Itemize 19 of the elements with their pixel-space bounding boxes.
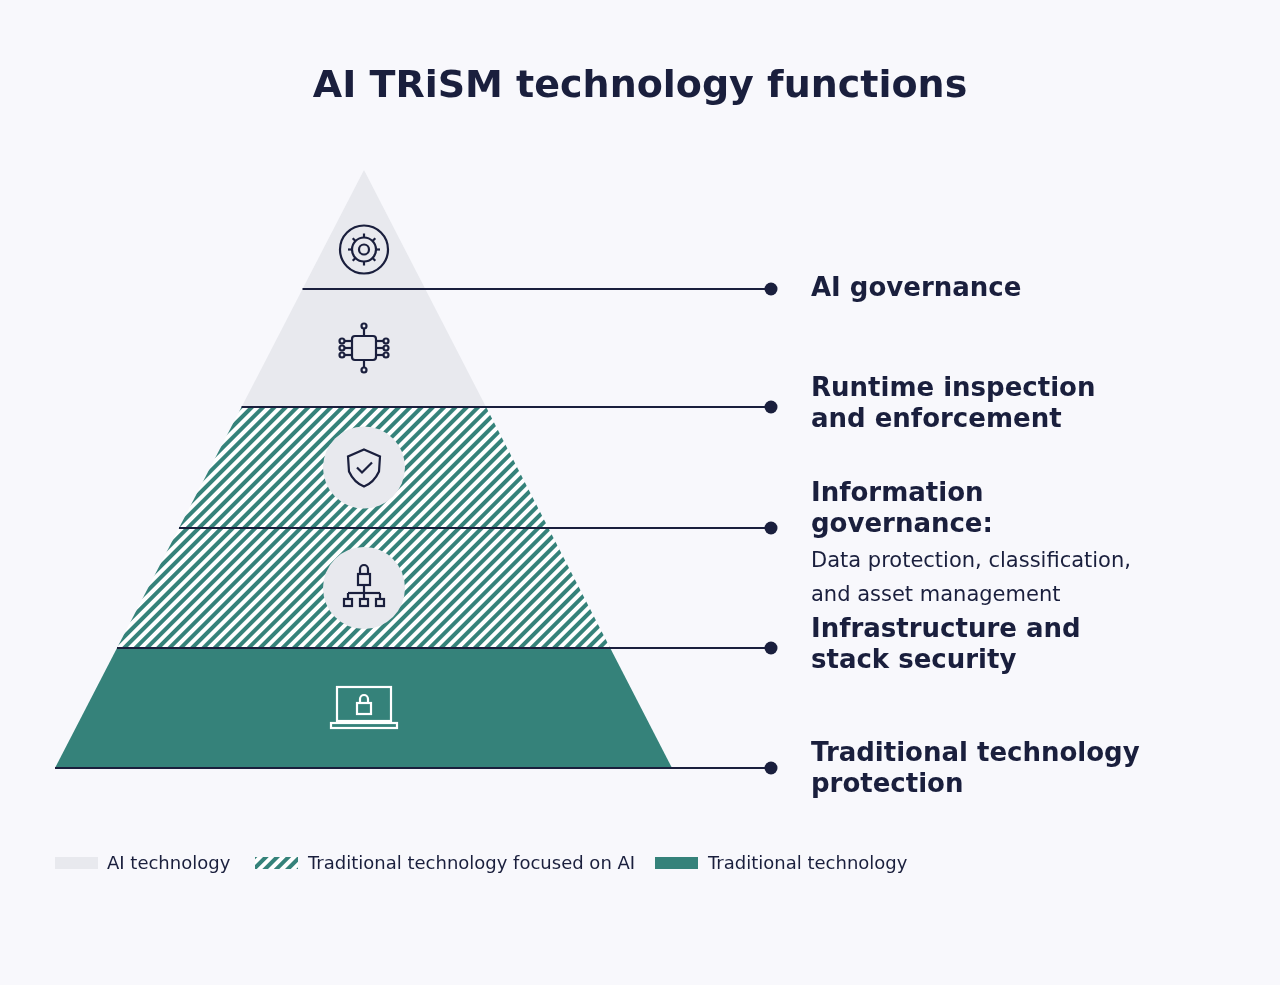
- pyramid-layer: [241, 289, 487, 407]
- label-description: Data protection, classification, and asset management: [811, 547, 1132, 608]
- label-heading: AI governance: [811, 272, 1023, 303]
- leader-line: [302, 282, 778, 296]
- pyramid-layer: [55, 648, 672, 768]
- pyramid-layer: [302, 170, 426, 289]
- label-heading: Traditional technology protection: [811, 737, 1141, 799]
- leader-line: [55, 761, 778, 775]
- legend-label: Traditional technology: [708, 853, 908, 873]
- pyramid-layer: [117, 528, 611, 648]
- legend-label: AI technology: [107, 853, 231, 873]
- leader-line: [179, 521, 778, 535]
- label-heading: Information governance:: [811, 477, 994, 539]
- leader-line: [241, 400, 778, 414]
- label-heading: Runtime inspection and enforcement: [811, 372, 1097, 434]
- label-heading: Infrastructure and stack security: [811, 613, 1082, 675]
- leader-line: [117, 641, 778, 655]
- title: AI TRiSM technology functions: [311, 62, 969, 106]
- legend-label: Traditional technology focused on AI: [308, 853, 636, 873]
